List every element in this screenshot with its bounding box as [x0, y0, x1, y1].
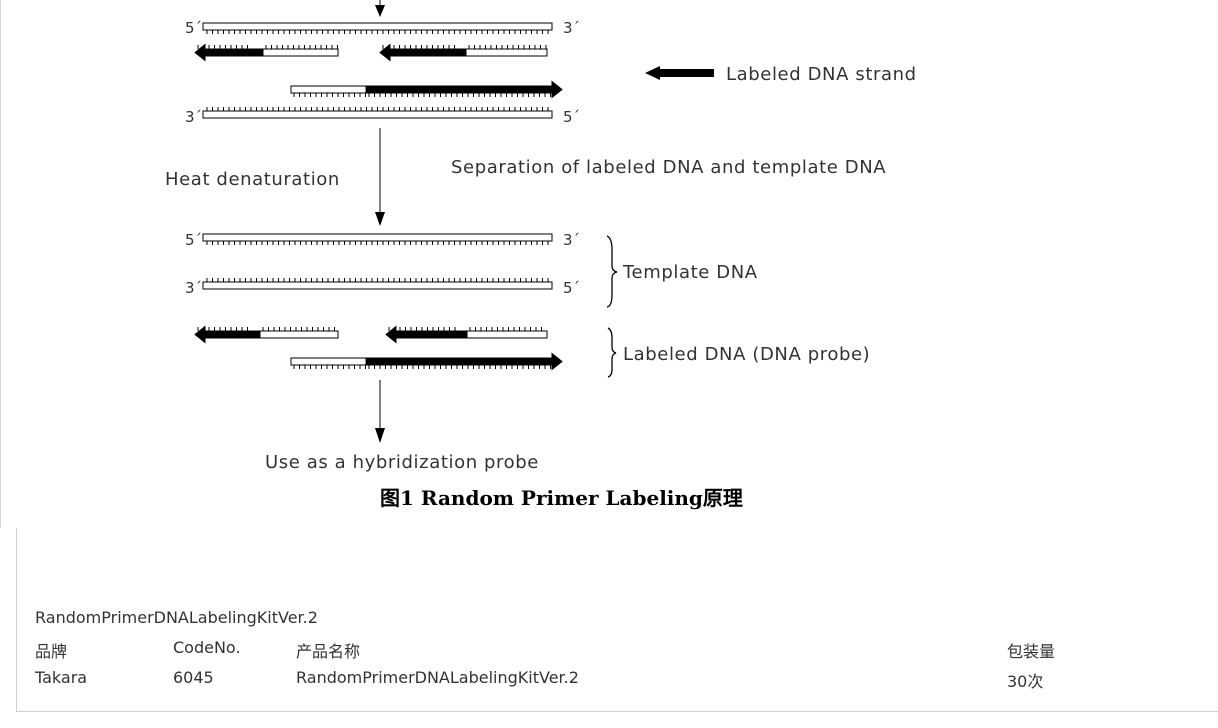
template-strand-2 [202, 278, 553, 290]
cell-code-no: 6045 [173, 668, 214, 687]
product-info-panel [16, 528, 1218, 712]
header-brand: 品牌 [35, 642, 68, 661]
flow-arrowhead-denature [375, 212, 385, 226]
end-label-3-d: 3´ [185, 279, 202, 297]
end-label-3-c: 3´ [563, 231, 580, 249]
cell-product-name: RandomPrimerDNALabelingKitVer.2 [296, 668, 579, 687]
primer-fragment-3 [290, 80, 563, 99]
probe-fragment-2 [385, 325, 548, 344]
legend-arrow [645, 66, 714, 80]
end-label-5-d: 5´ [563, 279, 580, 297]
strand-top-3to5 [202, 107, 553, 119]
label-labeled-dna-strand: Labeled DNA strand [726, 64, 917, 85]
header-product-name: 产品名称 [296, 642, 361, 661]
label-use-as-probe: Use as a hybridization probe [265, 452, 539, 473]
end-label-3-a: 3´ [563, 19, 580, 37]
random-primer-labeling-diagram: 5´ 3´ 3´ 5´ 5´ 3´ 3´ 5´ Labeled DNA stra… [165, 0, 917, 473]
brace-template [606, 235, 618, 308]
primer-fragment-2 [379, 43, 548, 62]
header-code-no: CodeNo. [173, 638, 241, 657]
figure-caption: 图1 Random Primer Labeling原理 [380, 486, 743, 510]
product-table-row: Takara 6045 RandomPrimerDNALabelingKitVe… [35, 668, 1195, 691]
cell-package-size: 30次 [1007, 672, 1044, 691]
template-strand-1 [202, 233, 553, 245]
primer-fragment-1 [194, 43, 339, 62]
left-border [0, 0, 1, 528]
end-label-5-a: 5´ [185, 19, 202, 37]
label-heat-denaturation: Heat denaturation [165, 169, 340, 190]
probe-fragment-1 [194, 325, 339, 344]
end-label-5-c: 5´ [185, 231, 202, 249]
end-label-5-b: 5´ [563, 108, 580, 126]
label-separation: Separation of labeled DNA and template D… [451, 157, 886, 178]
probe-fragment-3 [290, 352, 563, 371]
label-template-dna: Template DNA [622, 262, 758, 283]
header-package-size: 包装量 [1007, 642, 1056, 661]
brace-labeled [607, 327, 617, 378]
kit-title: RandomPrimerDNALabelingKitVer.2 [35, 608, 318, 627]
end-label-3-b: 3´ [185, 108, 202, 126]
strand-top-5to3 [202, 22, 553, 34]
label-labeled-dna-probe: Labeled DNA (DNA probe) [623, 344, 870, 365]
product-table-header: 品牌 CodeNo. 产品名称 包装量 [35, 638, 1195, 661]
flow-arrowhead-probe [375, 428, 385, 443]
flow-arrowhead-top [375, 5, 385, 17]
cell-brand: Takara [35, 668, 88, 687]
